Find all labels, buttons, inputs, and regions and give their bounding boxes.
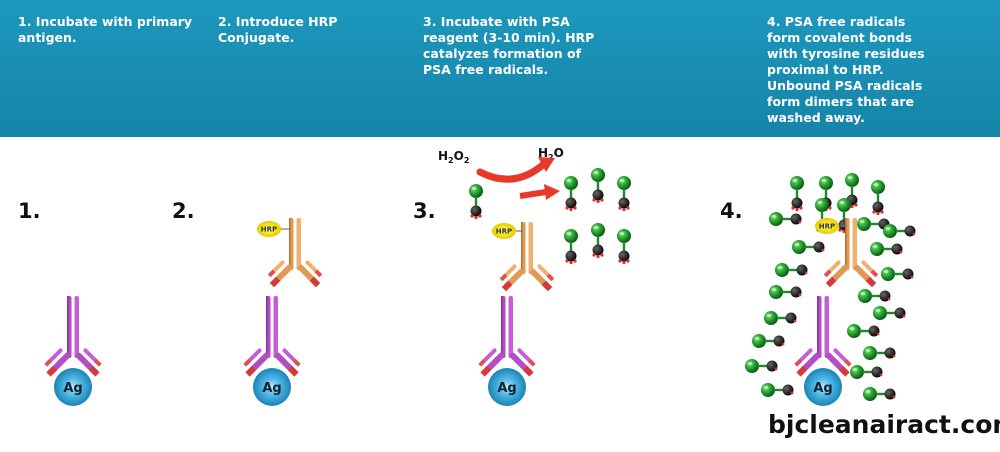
psa-radical <box>591 168 605 204</box>
step-3-description: 3. Incubate with PSA reagent (3-10 min).… <box>423 14 595 77</box>
step-1-illustration: Ag <box>44 296 102 406</box>
step-2-illustration: HRP Ag <box>243 218 323 406</box>
header-banner: 1. Incubate with primary antigen. 2. Int… <box>0 0 1000 137</box>
step-3-illustration: H2O2 H2O HRP Ag <box>438 146 631 406</box>
h2o2-label: H2O2 <box>438 149 469 165</box>
antigen <box>804 368 842 406</box>
hrp-enzyme <box>815 218 839 234</box>
antigen-label: Ag <box>497 381 516 396</box>
step-4-description: 4. PSA free radicals form covalent bonds… <box>767 14 925 125</box>
psa-radical <box>617 176 631 212</box>
psa-radical <box>564 176 578 212</box>
psa-radical <box>564 229 578 265</box>
reaction-arrow-straight <box>519 189 547 199</box>
psa-free-radicals <box>564 168 631 265</box>
primary-antibody <box>44 296 102 377</box>
hrp-label: HRP <box>496 228 512 236</box>
step-4-illustration: HRP Ag <box>745 173 916 406</box>
antigen <box>253 368 291 406</box>
primary-antibody <box>794 296 852 377</box>
watermark-text: bjcleanairact.com <box>768 410 1000 439</box>
step-number-4: 4. <box>720 199 743 223</box>
step-2-description: 2. Introduce HRP Conjugate. <box>218 14 338 45</box>
psa-reagent <box>469 184 483 220</box>
antigen <box>488 368 526 406</box>
hrp-label: HRP <box>261 226 277 234</box>
hrp-enzyme <box>257 221 281 237</box>
step-1-description: 1. Incubate with primary antigen. <box>18 14 193 45</box>
hrp-label: HRP <box>819 223 835 231</box>
hrp-enzyme <box>492 223 516 239</box>
step-number-1: 1. <box>18 199 41 223</box>
bound-psa-cluster <box>745 173 916 401</box>
primary-antibody <box>478 296 536 377</box>
step-number-3: 3. <box>413 199 436 223</box>
antigen-label: Ag <box>813 381 832 396</box>
antigen-label: Ag <box>262 381 281 396</box>
primary-antibody <box>243 296 301 377</box>
reaction-arrow-curved <box>476 159 549 183</box>
h2o-label: H2O <box>538 146 564 162</box>
psa-radical <box>591 223 605 259</box>
antigen-label: Ag <box>63 381 82 396</box>
antigen <box>54 368 92 406</box>
psa-radical <box>617 229 631 265</box>
step-number-2: 2. <box>172 199 195 223</box>
